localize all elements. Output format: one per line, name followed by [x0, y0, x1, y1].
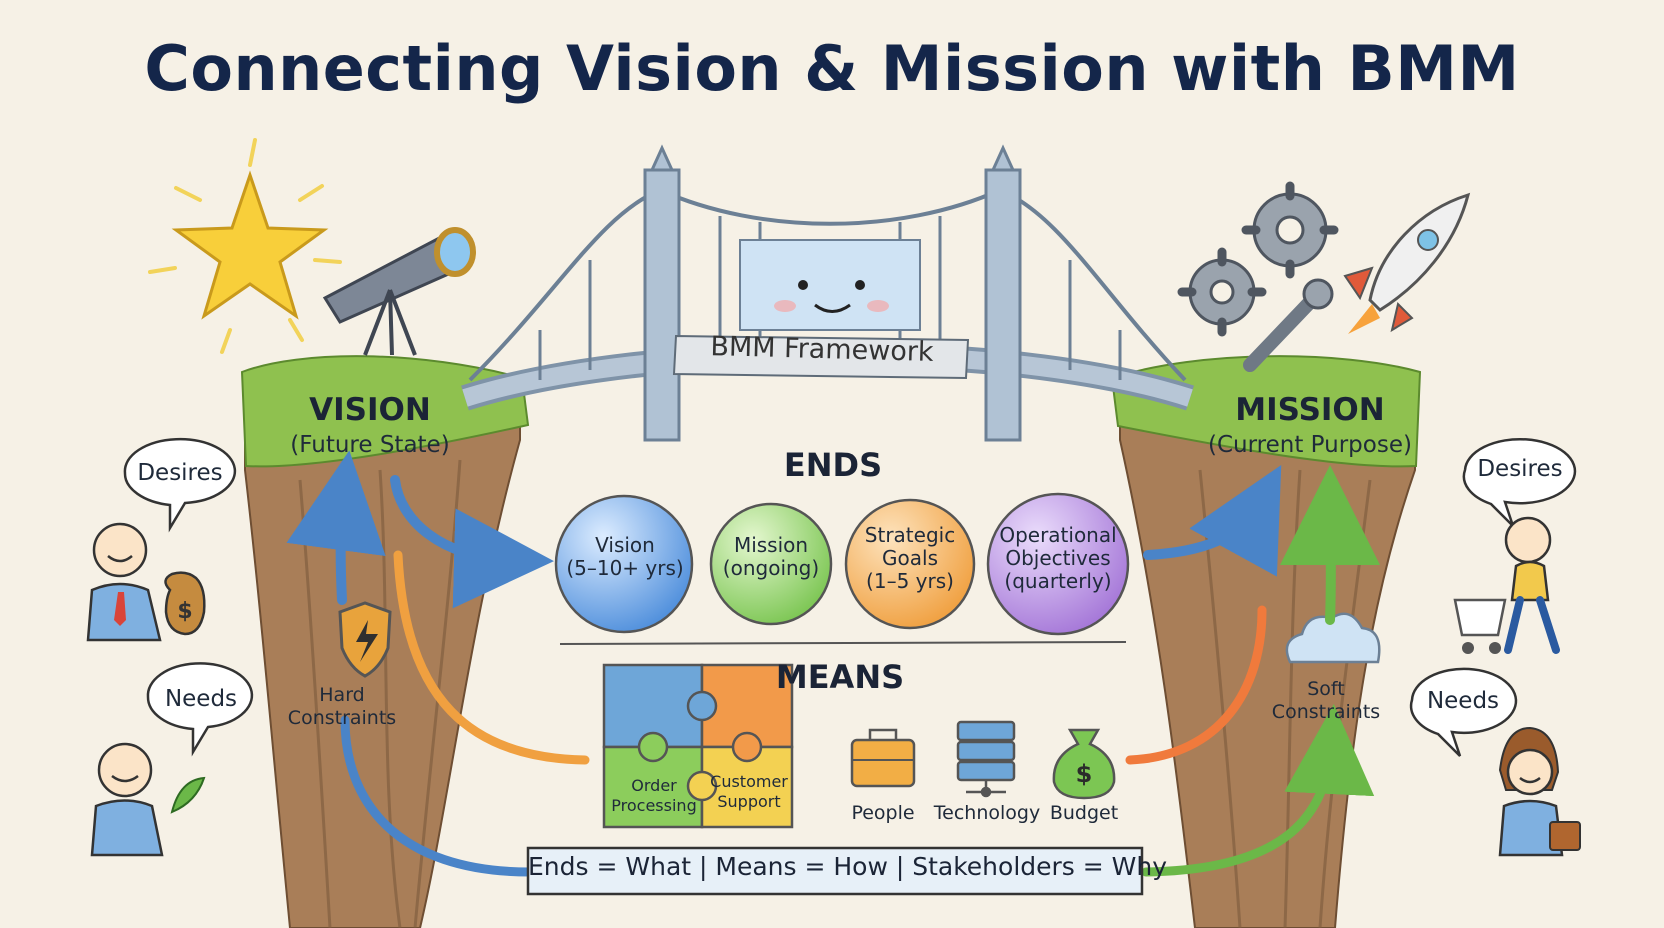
ends-item-mission: Mission (ongoing) [722, 533, 820, 580]
speech-bubbles [123, 437, 1577, 757]
stakeholder-right-bottom [1498, 726, 1581, 857]
wrench-icon [1243, 278, 1334, 372]
server-icon [956, 720, 1016, 798]
ends-item-operational-objectives: Operational Objectives (quarterly) [999, 523, 1117, 593]
gears-icon [1177, 181, 1339, 337]
resource-technology-label: Technology [933, 802, 1041, 824]
resource-people-label: People [851, 802, 915, 824]
ends-heading: ENDS [783, 446, 883, 484]
right-needs-bubble: Needs [1426, 688, 1500, 714]
svg-text:$: $ [1076, 760, 1093, 788]
flow-arrows [286, 450, 1381, 877]
ends-circles [554, 492, 1130, 636]
ends-item-vision: Vision (5–10+ yrs) [566, 533, 684, 580]
summary-banner-box [526, 846, 1144, 896]
page-title: Connecting Vision & Mission with BMM [144, 32, 1520, 105]
stakeholder-left-bottom [90, 742, 206, 857]
resource-budget-label: Budget [1049, 802, 1119, 824]
soft-constraints-label: Soft Constraints [1271, 678, 1381, 723]
hard-constraints-label: Hard Constraints [287, 684, 397, 729]
telescope-icon [322, 227, 476, 356]
left-needs-bubble: Needs [164, 686, 238, 712]
stakeholder-left-top: $ [86, 522, 206, 642]
puzzle-piece-order-processing: Order Processing [611, 776, 697, 815]
vision-title: VISION [309, 392, 431, 428]
briefcase-icon [850, 728, 916, 788]
money-bag-icon: $ [1052, 728, 1116, 800]
means-heading: MEANS [775, 658, 905, 696]
bridge [461, 144, 1194, 442]
svg-text:$: $ [177, 599, 192, 624]
shield-icon [338, 601, 392, 678]
mission-title: MISSION [1235, 392, 1385, 428]
ends-item-strategic-goals: Strategic Goals (1–5 yrs) [864, 523, 956, 593]
right-desires-bubble: Desires [1477, 456, 1563, 482]
vision-subtitle: (Future State) [290, 432, 450, 458]
puzzle-icon [602, 663, 794, 829]
mission-subtitle: (Current Purpose) [1208, 432, 1412, 458]
star-icon [148, 138, 342, 354]
ends-means-divider [559, 641, 1127, 645]
left-desires-bubble: Desires [137, 460, 223, 486]
summary-banner: Ends = What | Means = How | Stakeholders… [528, 852, 1168, 881]
stakeholder-right-top [1453, 516, 1560, 654]
puzzle-piece-customer-support: Customer Support [710, 772, 788, 811]
rocket-icon [1343, 192, 1471, 334]
